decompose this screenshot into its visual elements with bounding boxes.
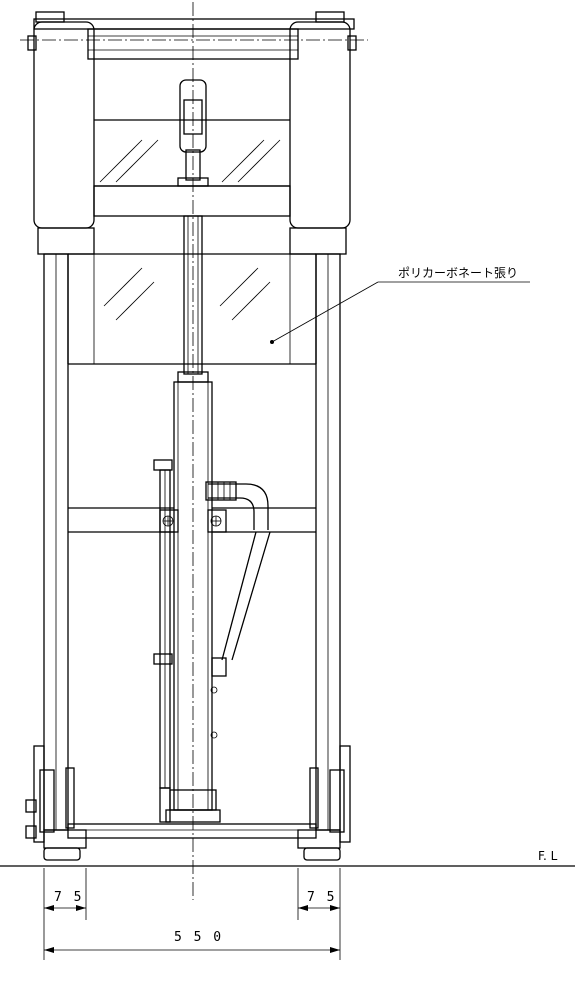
right-post — [315, 253, 341, 831]
middle-crossbar — [68, 507, 316, 533]
polycarbonate-label: ポリカーボネート張り — [398, 266, 518, 280]
floor-line-label: F. L — [538, 849, 558, 863]
left-side-block — [27, 21, 95, 255]
left-caster — [25, 745, 81, 861]
dimension-left-75: 7 5 — [54, 890, 83, 905]
upper-window — [94, 119, 290, 187]
left-post — [43, 253, 69, 831]
hydraulic-hose — [205, 481, 271, 739]
pump-rod — [153, 459, 173, 789]
right-side-block — [289, 21, 357, 255]
dimension-right-75: 7 5 — [307, 890, 336, 905]
dimension-overall-550: 5 5 0 — [174, 930, 223, 945]
top-frame — [20, 11, 368, 60]
base-frame — [43, 823, 341, 849]
hydraulic-cylinder — [159, 371, 221, 823]
polycarbonate-panel — [67, 253, 317, 365]
upper-crossbar — [93, 185, 291, 217]
dimension-lines — [43, 868, 341, 960]
right-caster — [303, 745, 351, 861]
polycarbonate-leader — [270, 281, 530, 344]
piston-rod — [183, 215, 203, 375]
